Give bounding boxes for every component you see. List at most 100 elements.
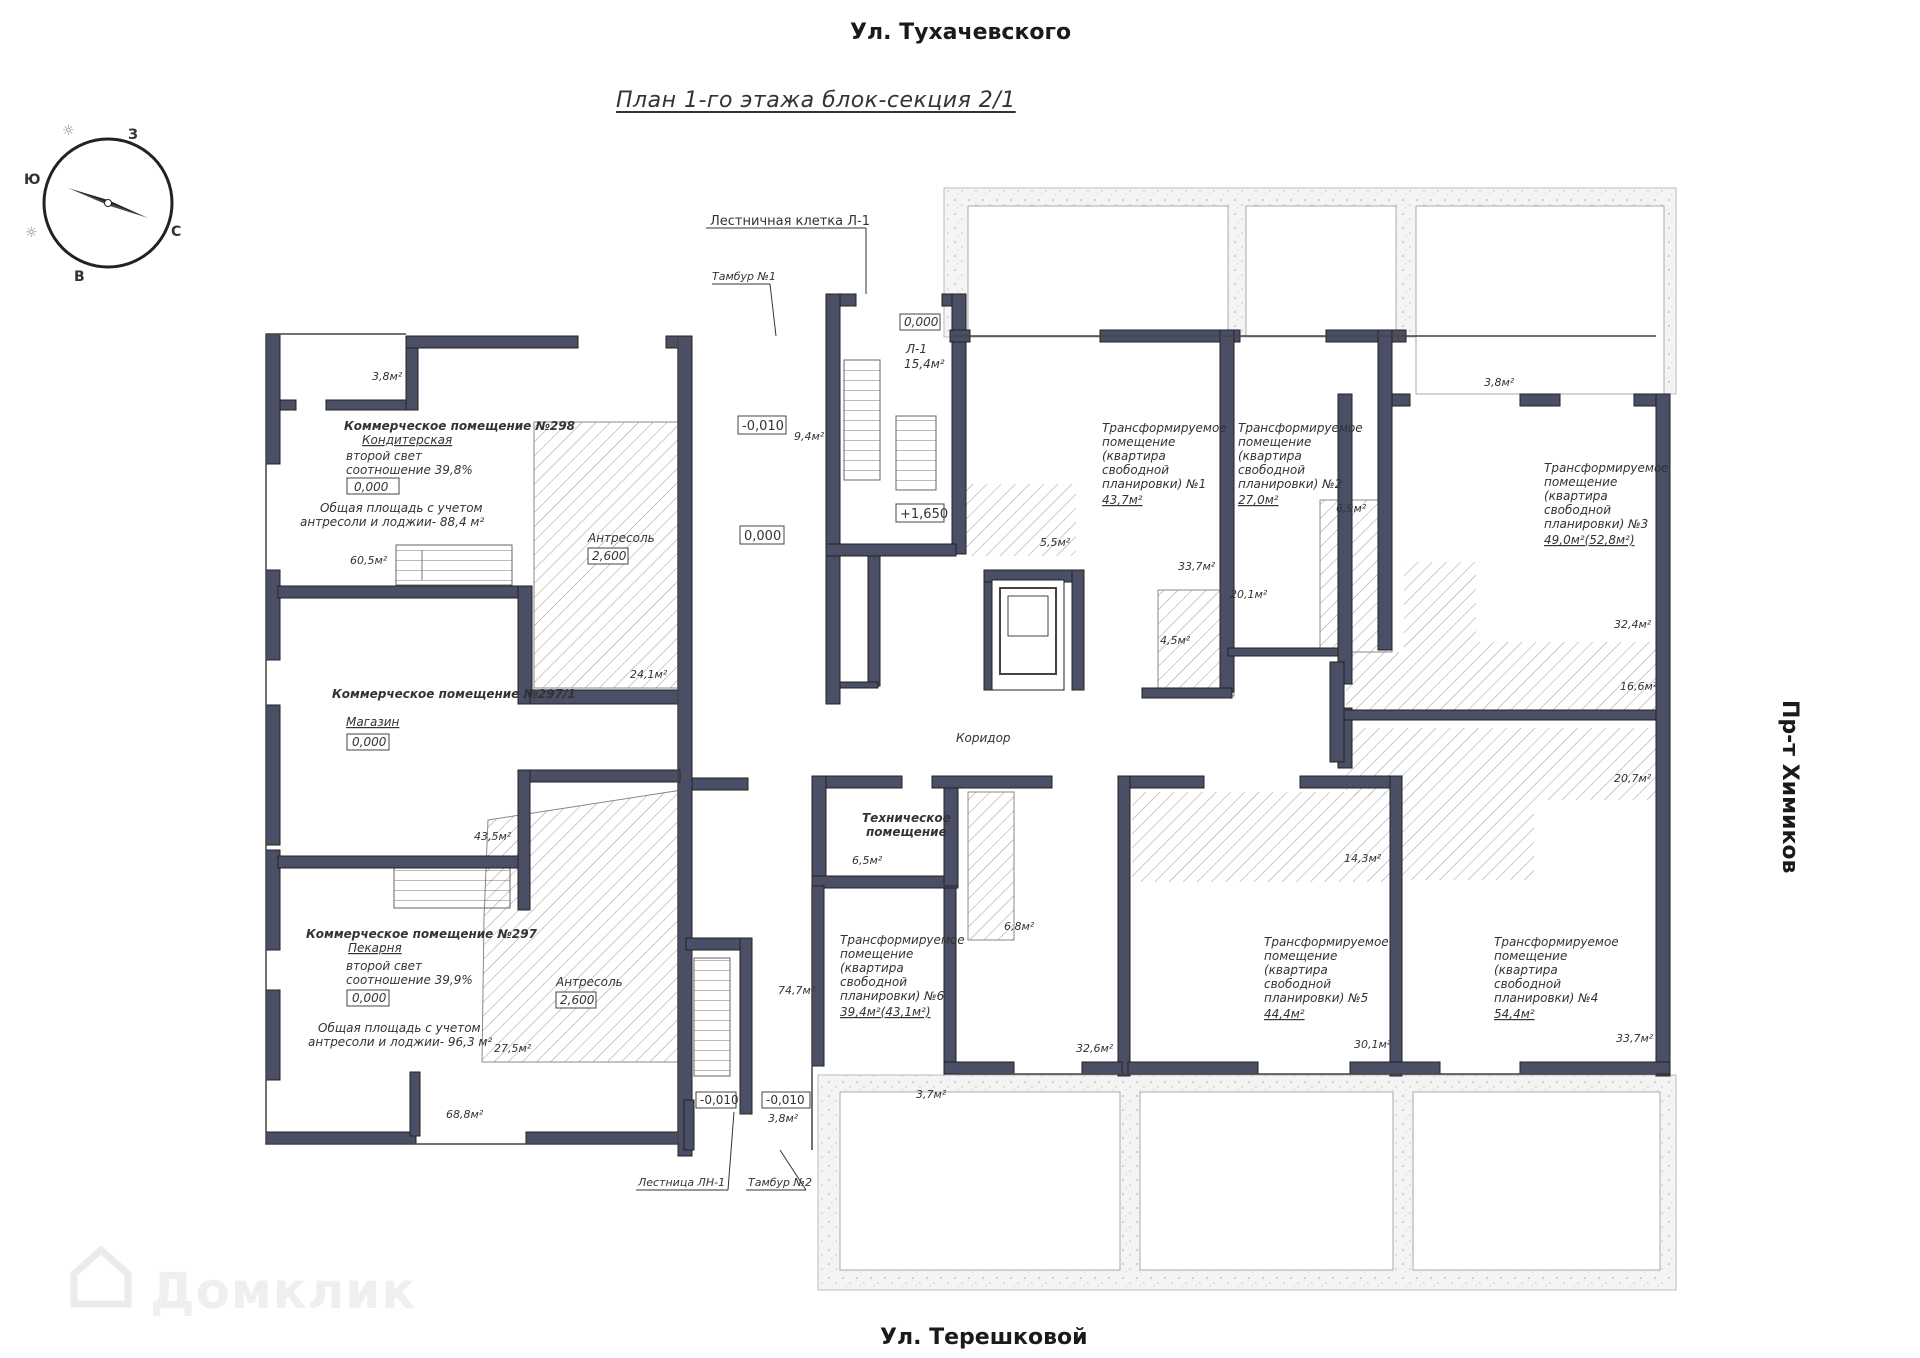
building-outline [265,333,1656,1150]
svg-text:свободной: свободной [1102,463,1169,477]
level-stair-top: 0,000 [904,315,939,329]
svg-text:свободной: свободной [1544,503,1611,517]
c297-ratio: соотношение 39,9% [346,973,473,987]
c297-title: Коммерческое помещение №297 [306,927,538,941]
area-label: 33,7м² [1178,560,1216,573]
svg-text:планировки) №4: планировки) №4 [1494,991,1598,1005]
apartment-3-label: Трансформируемое помещение (квартира сво… [1544,461,1669,547]
street-label-top: Ул. Тухачевского [850,20,1072,45]
svg-text:Трансформируемое: Трансформируемое [1544,461,1669,475]
stairs [393,359,937,1077]
svg-text:54,4м²: 54,4м² [1494,1007,1535,1021]
area-label: 60,5м² [350,554,388,567]
c297-sub: Пекарня [348,941,402,955]
label-l1-area: 15,4м² [904,357,945,371]
plan-title: План 1-го этажа блок-секция 2/1 [616,88,1016,113]
label-l1: Л-1 [905,342,927,356]
c298-total2: антресоли и лоджии- 88,4 м² [300,515,484,529]
watermark-logo-icon [70,1245,132,1308]
walls [265,293,1671,1157]
svg-text:49,0м²(52,8м²): 49,0м²(52,8м²) [1544,533,1635,547]
area-label: 43,5м² [474,830,512,843]
label-tambur1: Тамбур №1 [712,270,776,283]
c297-1-sub: Магазин [346,715,400,729]
svg-text:свободной: свободной [1494,977,1561,991]
level-hall: 0,000 [744,529,781,544]
area-label: 6,9м² [1336,502,1367,515]
c298-light: второй свет [346,449,423,463]
apartment-6-label: Трансформируемое помещение (квартира сво… [840,933,965,1019]
area-label: 9,4м² [794,430,825,443]
area-label: 33,7м² [1616,1032,1654,1045]
svg-text:(квартира: (квартира [840,961,904,975]
area-label: 27,5м² [494,1042,532,1055]
label-stair-ln1: Лестница ЛН-1 [637,1176,725,1189]
svg-text:свободной: свободной [840,975,907,989]
street-label-bottom: Ул. Терешковой [880,1325,1088,1350]
svg-text:39,4м²(43,1м²): 39,4м²(43,1м²) [840,1005,931,1019]
svg-text:(квартира: (квартира [1102,449,1166,463]
svg-text:44,4м²: 44,4м² [1264,1007,1305,1021]
c297-1-level: 0,000 [352,735,387,749]
apartment-4-label: Трансформируемое помещение (квартира сво… [1494,935,1619,1021]
svg-text:(квартира: (квартира [1238,449,1302,463]
area-label: 3,8м² [372,370,403,383]
area-label: 6,8м² [1004,920,1035,933]
apartment-1-label: Трансформируемое помещение (квартира сво… [1102,421,1227,507]
svg-text:Трансформируемое: Трансформируемое [840,933,965,947]
level-tambur: -0,010 [742,419,784,434]
area-label: 20,7м² [1614,772,1652,785]
area-label: 24,1м² [630,668,668,681]
area-label: 20,1м² [1230,588,1268,601]
watermark: Домклик [150,1262,417,1320]
compass-south: Ю [24,172,40,188]
level-stair-landing: +1,650 [900,507,948,522]
room-labels: Лестничная клетка Л-1 Тамбур №1 Л-1 15,4… [300,214,1669,1189]
c298-level: 0,000 [354,480,389,494]
svg-text:свободной: свободной [1264,977,1331,991]
apartment-2-label: Трансформируемое помещение (квартира сво… [1238,421,1363,507]
svg-text:планировки) №1: планировки) №1 [1102,477,1206,491]
label-corridor: Коридор [956,731,1011,745]
sun-icon-bottom: ☼ [25,225,38,241]
area-label: 6,5м² [852,854,883,867]
area-label: 32,6м² [1076,1042,1114,1055]
svg-text:(квартира: (квартира [1264,963,1328,977]
area-label: 3,7м² [916,1088,947,1101]
area-label: 14,3м² [1344,852,1382,865]
area-label: 4,5м² [1160,634,1191,647]
svg-text:помещение: помещение [1494,949,1567,963]
c297-total1: Общая площадь с учетом [318,1021,481,1035]
antresol-level-bottom: 2,600 [560,993,595,1007]
antresol-label-bottom: Антресоль [555,975,623,989]
svg-text:помещение: помещение [1544,475,1617,489]
svg-text:планировки) №5: планировки) №5 [1264,991,1368,1005]
label-tambur2: Тамбур №2 [748,1176,812,1189]
c298-title: Коммерческое помещение №298 [344,419,575,433]
apartment-5-label: Трансформируемое помещение (квартира сво… [1264,935,1389,1021]
area-label: 16,6м² [1620,680,1658,693]
svg-text:помещение: помещение [1238,435,1311,449]
svg-text:Трансформируемое: Трансформируемое [1238,421,1363,435]
c297-level: 0,000 [352,991,387,1005]
svg-text:Трансформируемое: Трансформируемое [1102,421,1227,435]
c298-ratio: соотношение 39,8% [346,463,473,477]
label-stair-l1: Лестничная клетка Л-1 [710,214,870,229]
c297-total2: антресоли и лоджии- 96,3 м² [308,1035,492,1049]
svg-text:помещение: помещение [1264,949,1337,963]
compass-east: В [74,269,85,285]
c298-total1: Общая площадь с учетом [320,501,483,515]
level-tambur2: -0,010 [766,1093,805,1107]
area-label: 3,8м² [768,1112,799,1125]
svg-text:27,0м²: 27,0м² [1238,493,1279,507]
svg-text:планировки) №6: планировки) №6 [840,989,945,1003]
svg-text:планировки) №3: планировки) №3 [1544,517,1648,531]
svg-text:Трансформируемое: Трансформируемое [1264,935,1389,949]
svg-text:свободной: свободной [1238,463,1305,477]
exterior-terraces [817,187,1677,1291]
hatched-zones [481,421,1666,1063]
area-label: 74,7м² [778,984,816,997]
area-label: 3,8м² [1484,376,1515,389]
area-label: 5,5м² [1040,536,1071,549]
